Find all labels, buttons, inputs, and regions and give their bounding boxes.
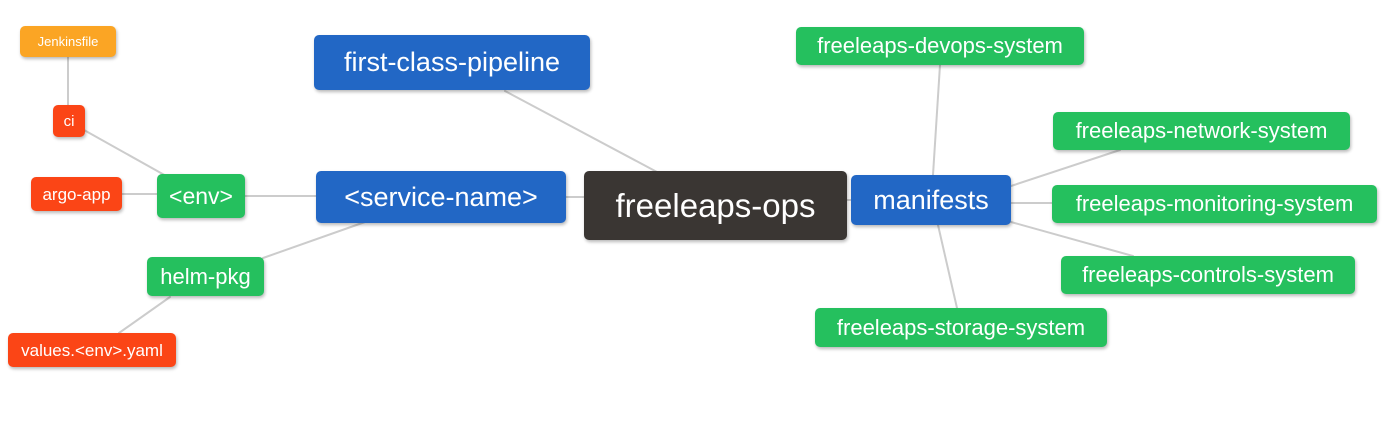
node-jenkinsfile[interactable]: Jenkinsfile: [20, 26, 116, 57]
edge-values-helm-pkg: [118, 296, 171, 334]
edge-manifests-storage: [937, 224, 958, 309]
node-values-env-yaml[interactable]: values.<env>.yaml: [8, 333, 176, 367]
edge-manifests-controls: [1010, 221, 1134, 257]
node-service-name[interactable]: <service-name>: [316, 171, 566, 223]
edge-helm-pkg-service-name: [262, 221, 366, 259]
edge-pipeline-freeleaps-ops: [504, 90, 658, 173]
edge-manifests-devops: [932, 64, 941, 176]
node-env[interactable]: <env>: [157, 174, 245, 218]
edge-ci-env: [83, 129, 169, 178]
node-freeleaps-monitoring-system[interactable]: freeleaps-monitoring-system: [1052, 185, 1377, 223]
node-freeleaps-controls-system[interactable]: freeleaps-controls-system: [1061, 256, 1355, 294]
node-freeleaps-storage-system[interactable]: freeleaps-storage-system: [815, 308, 1107, 347]
node-freeleaps-network-system[interactable]: freeleaps-network-system: [1053, 112, 1350, 150]
node-helm-pkg[interactable]: helm-pkg: [147, 257, 264, 296]
node-manifests[interactable]: manifests: [851, 175, 1011, 225]
node-ci[interactable]: ci: [53, 105, 85, 137]
node-freeleaps-ops[interactable]: freeleaps-ops: [584, 171, 847, 240]
edge-manifests-network: [1010, 149, 1121, 187]
node-argo-app[interactable]: argo-app: [31, 177, 122, 211]
node-freeleaps-devops-system[interactable]: freeleaps-devops-system: [796, 27, 1084, 65]
node-first-class-pipeline[interactable]: first-class-pipeline: [314, 35, 590, 90]
